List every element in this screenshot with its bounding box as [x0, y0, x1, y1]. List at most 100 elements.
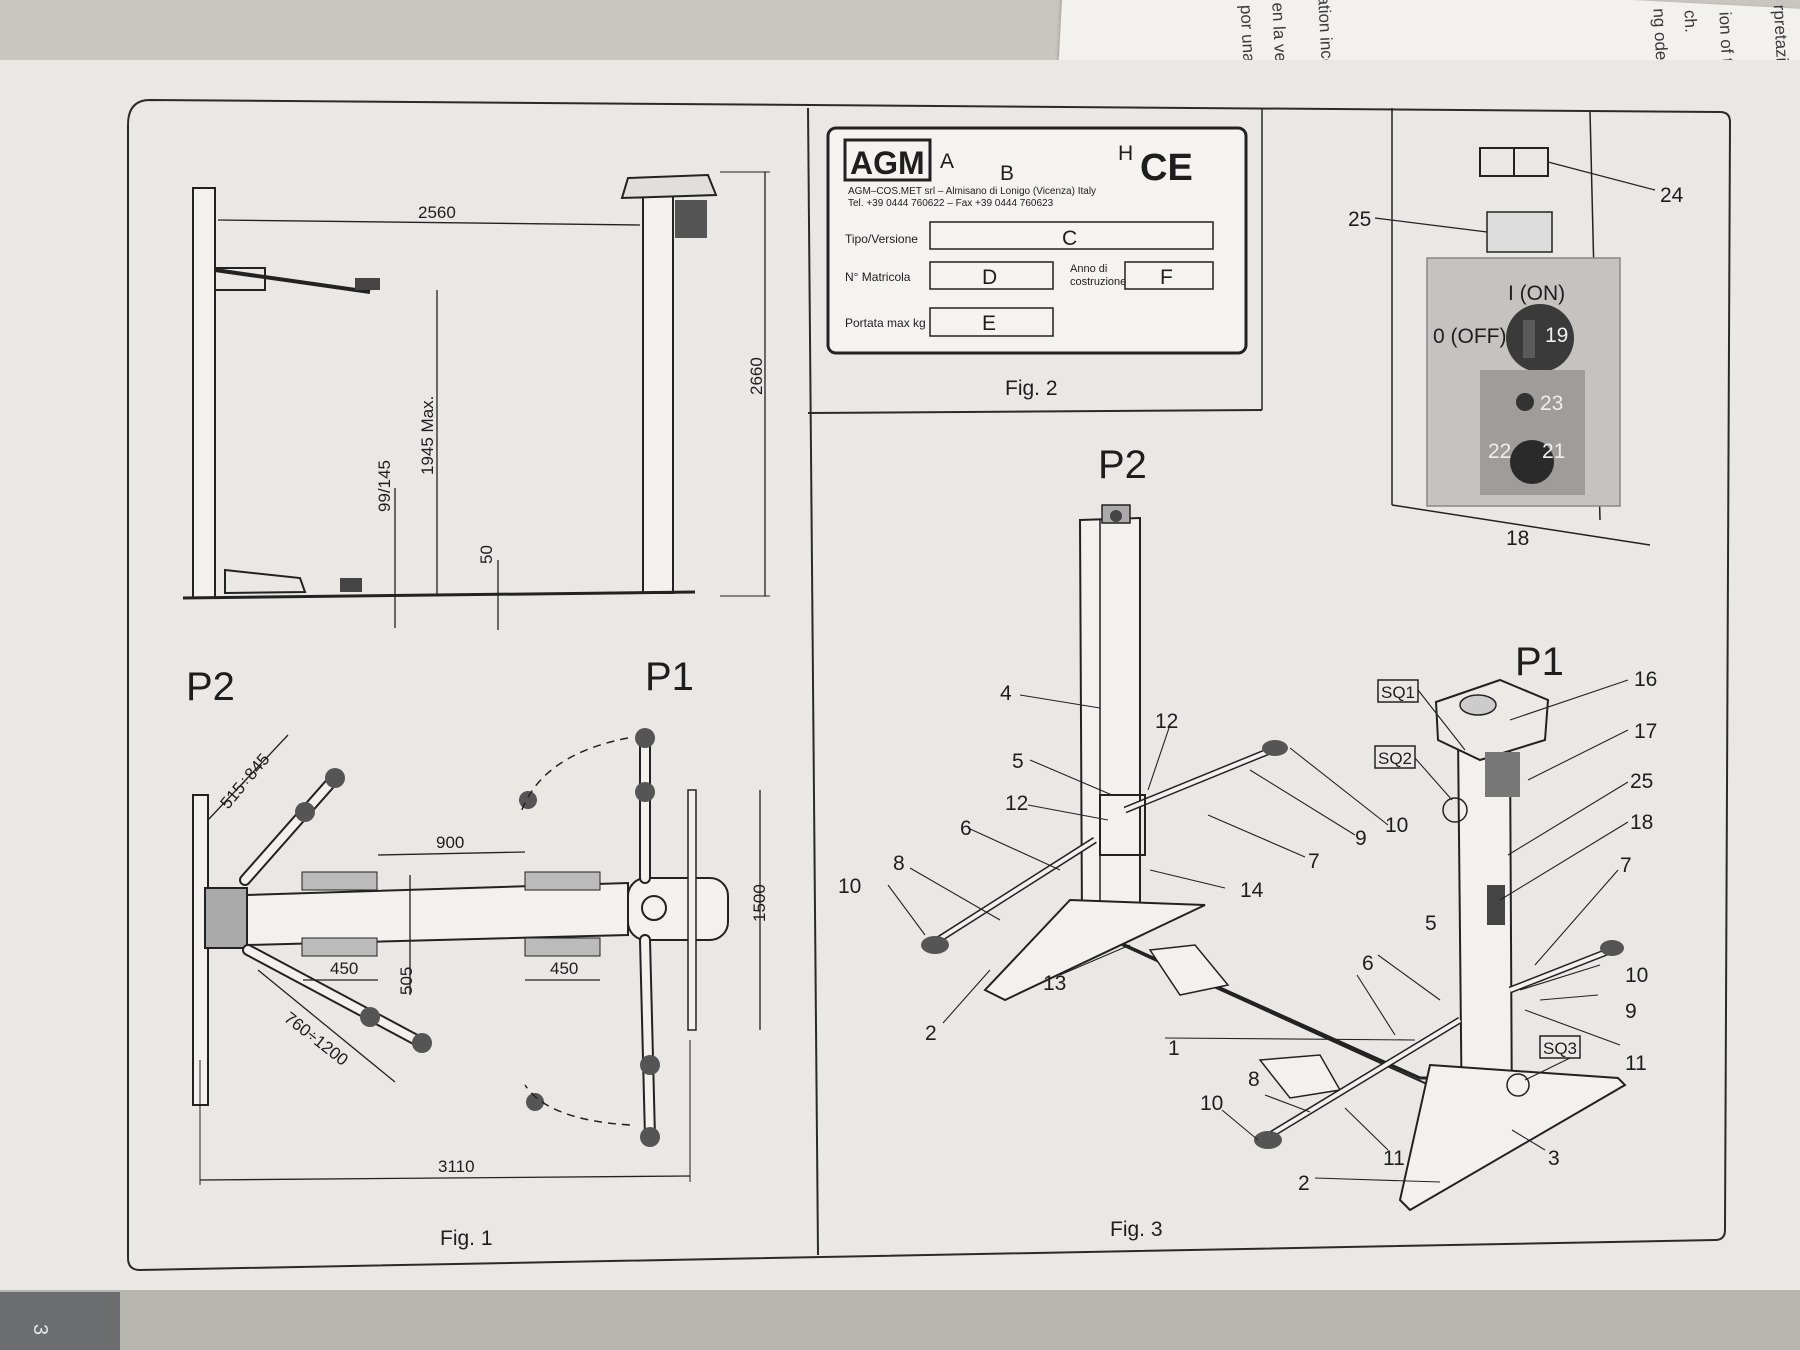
arm-pad — [295, 802, 315, 822]
callout-12: 12 — [1005, 792, 1028, 815]
dim-99-145: 99/145 — [375, 460, 394, 512]
dim-1500: 1500 — [750, 884, 769, 922]
callout-10: 10 — [1625, 964, 1648, 987]
ramp — [524, 871, 601, 891]
p2-arm-right — [1124, 748, 1273, 812]
arm-pad — [412, 1033, 432, 1053]
base-line-side — [182, 590, 696, 600]
switch-off-label: 0 (OFF) — [1433, 325, 1507, 348]
dim-line-900 — [377, 851, 526, 856]
motor — [1485, 752, 1520, 797]
motor-side — [675, 200, 707, 238]
p2-base-plate — [192, 794, 209, 1106]
control-box-p1 — [1487, 885, 1505, 925]
arm-pad — [1262, 740, 1288, 756]
callout-2: 2 — [925, 1022, 937, 1045]
arm-pad — [519, 791, 537, 809]
plate-label-matricola: N° Matricola — [845, 270, 911, 284]
field-portata — [929, 307, 1054, 337]
plate-letter-h: H — [1118, 142, 1133, 165]
dim-line-3110 — [199, 1175, 691, 1181]
dim-3110: 3110 — [438, 1157, 475, 1176]
carriage-side — [214, 267, 266, 291]
sensor-sq3: SQ3 — [1543, 1039, 1577, 1058]
ramp — [301, 871, 378, 891]
fig2-identification-plate: AGM A B H CE AGM–COS.MET srl – Almisano … — [826, 126, 1248, 400]
agm-logo-box — [843, 138, 932, 182]
fig3-label-p2: P2 — [1098, 443, 1147, 487]
fig3-label-p1: P1 — [1515, 640, 1564, 684]
callout-9: 9 — [1625, 1000, 1637, 1023]
ramp — [301, 937, 378, 957]
fig1-label-p1: P1 — [645, 655, 694, 699]
callout-10: 10 — [1385, 814, 1408, 837]
callout-19: 19 — [1545, 324, 1568, 347]
p1-arm-lower — [641, 936, 654, 1141]
p1-base-plate — [687, 789, 697, 1031]
ramp-plate — [1148, 944, 1230, 996]
callout-1: 1 — [1168, 1037, 1180, 1060]
ce-mark: CE — [1140, 147, 1193, 189]
callout-3: 3 — [1548, 1147, 1560, 1170]
field-tipo — [929, 221, 1214, 250]
arm-pad — [635, 782, 655, 802]
p1-column-top — [627, 877, 729, 941]
button-23 — [1516, 393, 1534, 411]
callout-8: 8 — [1248, 1068, 1260, 1091]
plate-label-costruzione: costruzione — [1070, 276, 1126, 288]
arm-pad — [325, 768, 345, 788]
arm-side — [214, 268, 371, 294]
switch-on-label: I (ON) — [1508, 282, 1565, 305]
sensor-sq2-box — [1374, 745, 1416, 769]
sensor-sq3-box — [1539, 1035, 1581, 1059]
fig1-top-view: P2 P1 — [186, 655, 769, 1250]
plate-label-portata: Portata max kg — [845, 316, 926, 330]
field-matricola — [929, 261, 1054, 290]
p2-arm-left — [928, 838, 1097, 947]
sensor-sq1: SQ1 — [1381, 683, 1415, 702]
sensor-sq2: SQ2 — [1378, 749, 1412, 768]
callout-7: 7 — [1308, 850, 1320, 873]
base-pad-side — [340, 578, 362, 592]
motor-cover-side — [620, 173, 718, 200]
p1-arm-left — [1260, 1018, 1462, 1142]
callout-9: 9 — [1355, 827, 1367, 850]
callout-14: 14 — [1240, 879, 1264, 902]
callout-16: 16 — [1634, 668, 1657, 691]
base-arm-side — [224, 568, 307, 595]
plate-letter-c: C — [1062, 227, 1077, 250]
column-p1-side — [642, 194, 674, 594]
callout-6: 6 — [960, 817, 972, 840]
callout-10: 10 — [1200, 1092, 1223, 1115]
dim-450-left: 450 — [330, 959, 358, 978]
dim-50: 50 — [477, 545, 496, 564]
callout-11: 11 — [1383, 1147, 1405, 1170]
page-tab — [0, 1292, 120, 1350]
plate-border — [826, 126, 1248, 355]
callout-11: 11 — [1625, 1052, 1647, 1075]
agm-logo: AGM — [850, 145, 925, 181]
plate-company: AGM–COS.MET srl – Almisano di Lonigo (Vi… — [848, 186, 1096, 197]
frame-divider-fig2 — [807, 409, 1263, 414]
fig1-caption: Fig. 1 — [440, 1227, 493, 1250]
dim-505: 505 — [397, 967, 416, 995]
sensor-sq1-box — [1377, 679, 1419, 703]
callout-2: 2 — [1298, 1172, 1310, 1195]
callout-10: 10 — [838, 875, 861, 898]
base-rail-p1 — [1398, 1063, 1627, 1212]
panel-small-plate — [1486, 211, 1553, 253]
arm-pad — [640, 1127, 660, 1147]
pad-side — [355, 278, 380, 290]
callout-25: 25 — [1630, 770, 1653, 793]
column-p2 — [1078, 516, 1141, 930]
base-rail-p2 — [983, 898, 1206, 1002]
p2-arm-lower — [244, 946, 426, 1047]
callout-13: 13 — [1043, 972, 1066, 995]
callout-8: 8 — [893, 852, 905, 875]
arm-pad — [360, 1007, 380, 1027]
p1-arm-right — [1509, 948, 1613, 992]
dim-450-right: 450 — [550, 959, 578, 978]
fig1-label-p2: P2 — [186, 665, 235, 709]
callout-25-panel: 25 — [1348, 208, 1371, 231]
